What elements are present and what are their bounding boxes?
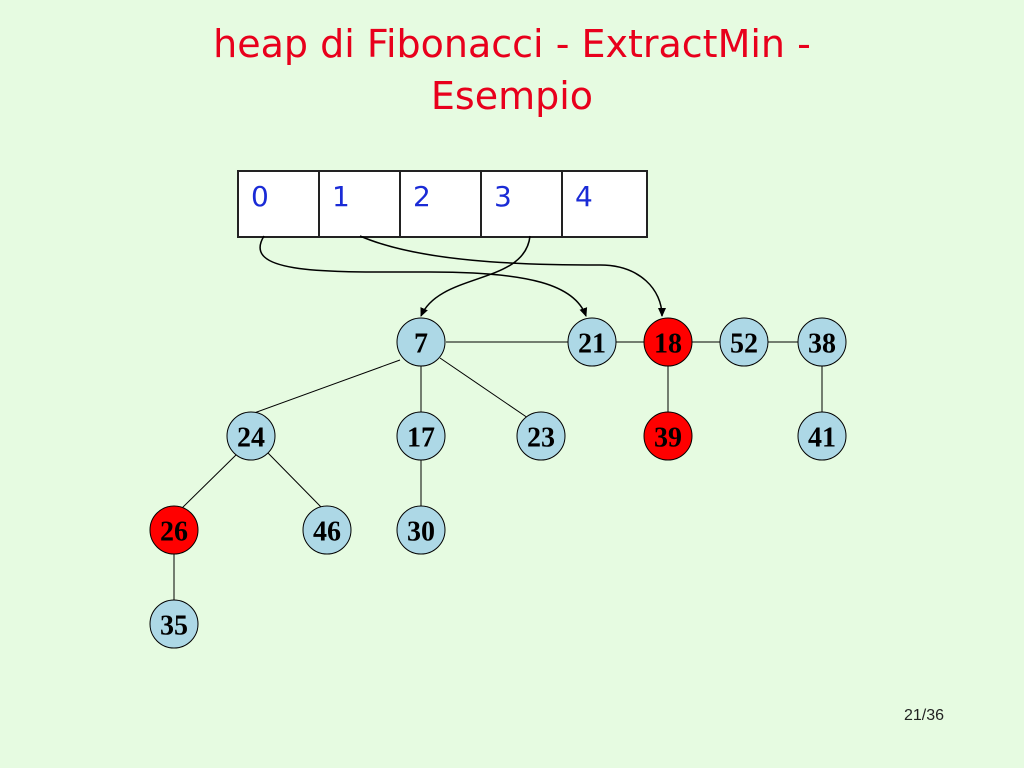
node-35: 35 [149,599,199,649]
title-line-2: Esempio [430,74,594,118]
node-21: 21 [567,317,617,367]
node-26: 26 [149,505,199,555]
node-24-label: 24 [237,423,265,454]
node-21-label: 21 [578,329,606,360]
array-cell-4: 4 [575,180,593,213]
node-7: 7 [396,317,446,367]
degree-array: 0 1 2 3 4 [237,170,648,238]
node-41-label: 41 [808,423,836,454]
node-41: 41 [797,411,847,461]
node-52: 52 [719,317,769,367]
edge-24-26 [179,452,239,511]
node-17: 17 [396,411,446,461]
node-18: 18 [643,317,693,367]
node-23: 23 [516,411,566,461]
slide-title: heap di Fibonacci - ExtractMin - Esempio [0,18,1024,122]
edge-7-23 [439,357,529,419]
pointer-0-to-21 [259,235,588,317]
pointer-3-to-7 [420,235,531,317]
array-cell-3: 3 [482,172,563,236]
node-35-label: 35 [160,611,188,642]
node-17-label: 17 [407,423,435,454]
page-number: 21/36 [903,707,944,724]
node-24: 24 [226,411,276,461]
edge-24-46 [267,452,323,509]
node-30-label: 30 [407,517,435,548]
node-52-label: 52 [730,329,758,360]
node-26-label: 26 [160,517,188,548]
edge-7-24 [253,359,401,414]
node-18-label: 18 [654,329,682,360]
node-46: 46 [302,505,352,555]
pointer-1-to-18 [359,235,666,317]
array-cell-1: 1 [320,172,401,236]
node-39: 39 [643,411,693,461]
node-38-label: 38 [808,329,836,360]
array-cell-2: 2 [401,172,482,236]
node-46-label: 46 [313,517,341,548]
node-39-label: 39 [654,423,682,454]
node-7-label: 7 [414,329,428,360]
node-23-label: 23 [527,423,555,454]
node-38: 38 [797,317,847,367]
node-30: 30 [396,505,446,555]
title-line-1: heap di Fibonacci - ExtractMin - [213,22,811,66]
array-cell-0: 0 [239,172,320,236]
